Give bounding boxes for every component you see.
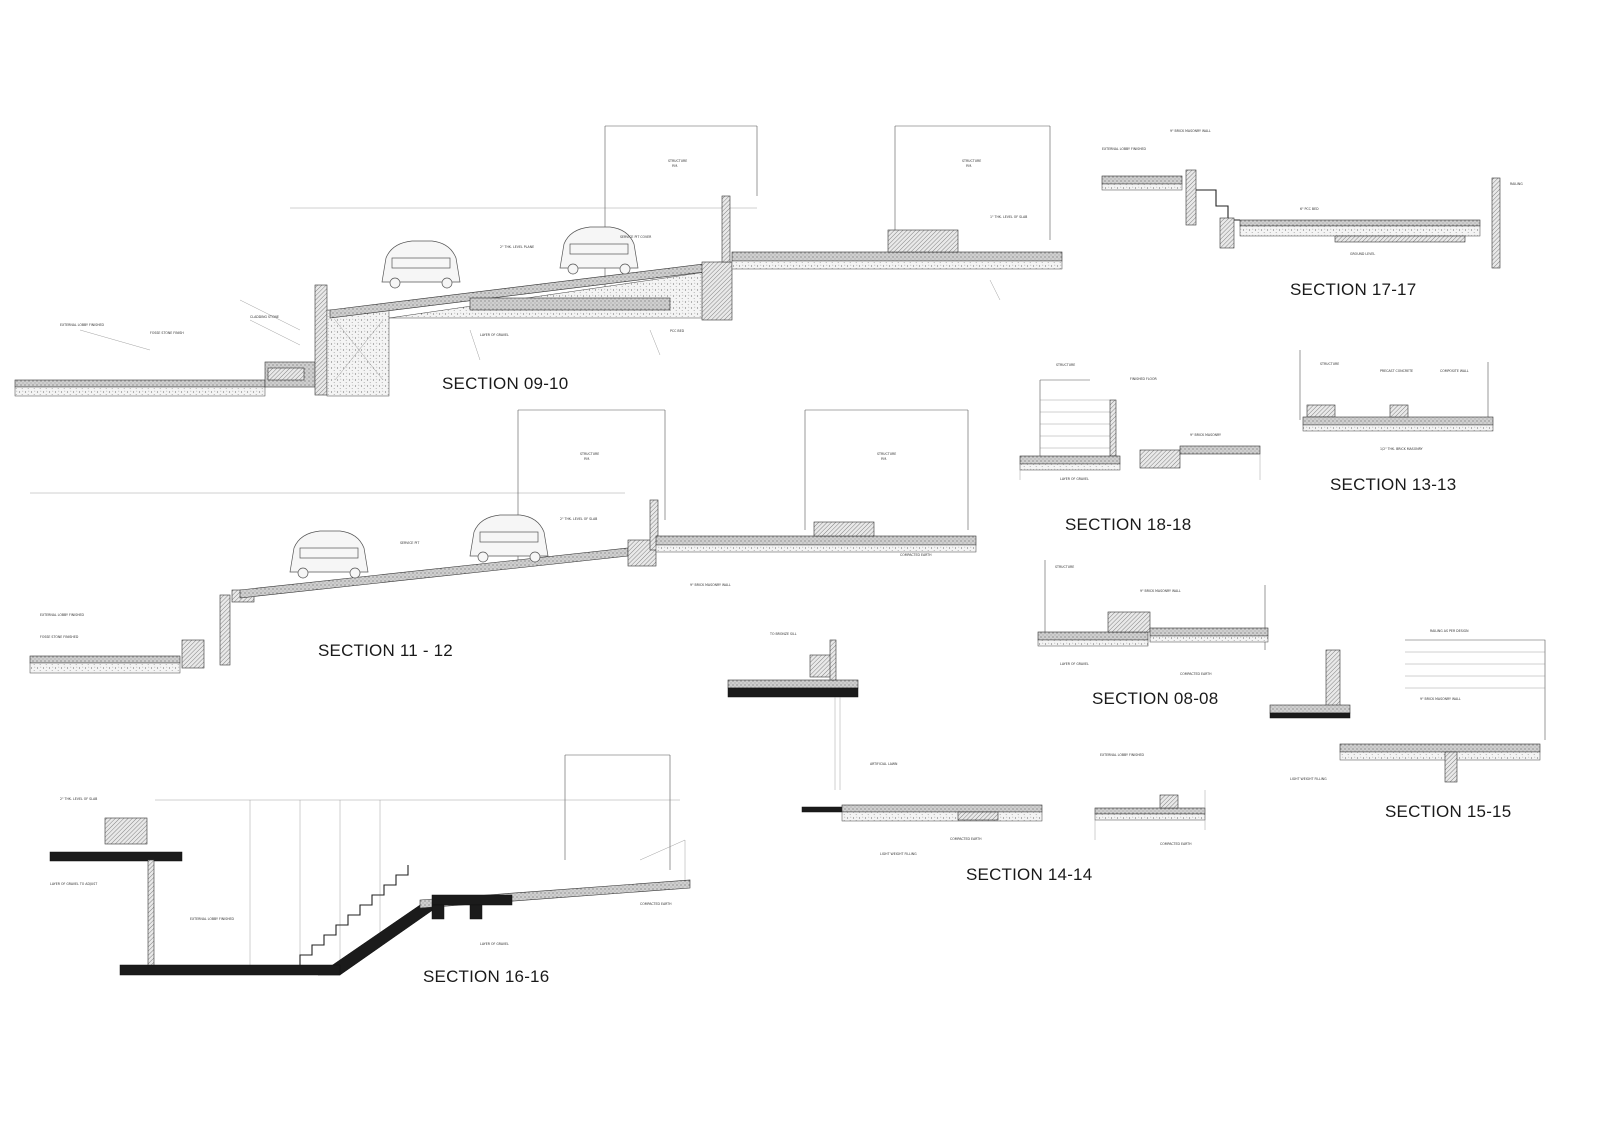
svg-text:SERVICE PIT: SERVICE PIT — [400, 541, 419, 545]
svg-text:2" THK. LEVEL OF SLAB: 2" THK. LEVEL OF SLAB — [60, 797, 97, 801]
svg-text:PCC BED: PCC BED — [670, 329, 685, 333]
section-title: SECTION 09-10 — [442, 374, 568, 393]
svg-text:STRUCTURE: STRUCTURE — [1055, 565, 1074, 569]
svg-text:TO BRONZE SILL: TO BRONZE SILL — [769, 632, 797, 636]
svg-text:CLADDING STONE: CLADDING STONE — [250, 315, 279, 319]
svg-text:P.M.: P.M. — [672, 164, 678, 168]
section-title: SECTION 17-17 — [1290, 280, 1416, 299]
svg-text:FOSSE STONE FINISH: FOSSE STONE FINISH — [150, 331, 184, 335]
svg-text:SERVICE PIT COVER: SERVICE PIT COVER — [620, 235, 652, 239]
section-15-15-drawing: RAILING AS PER DESIGN 9" BRICK MASONRY W… — [1269, 629, 1546, 783]
car-icon — [289, 530, 369, 579]
svg-text:LAYER OF GRAVEL: LAYER OF GRAVEL — [1060, 477, 1089, 481]
svg-text:STRUCTURE: STRUCTURE — [580, 452, 599, 456]
svg-text:LIGHT WEIGHT FILLING: LIGHT WEIGHT FILLING — [1290, 777, 1327, 781]
svg-text:STRUCTURE: STRUCTURE — [1320, 362, 1339, 366]
svg-text:9" BRICK MASONRY WALL: 9" BRICK MASONRY WALL — [1170, 129, 1211, 133]
svg-text:COMPACTED EARTH: COMPACTED EARTH — [1160, 842, 1192, 846]
car-icon — [381, 240, 461, 289]
svg-text:LAYER OF GRAVEL: LAYER OF GRAVEL — [480, 333, 509, 337]
section-title: SECTION 14-14 — [966, 865, 1092, 884]
svg-text:EXTERNAL LOBBY FINISHED: EXTERNAL LOBBY FINISHED — [40, 613, 85, 617]
section-title: SECTION 18-18 — [1065, 515, 1191, 534]
svg-text:9" BRICK MASONRY WALL: 9" BRICK MASONRY WALL — [690, 583, 731, 587]
svg-text:EXTERNAL LOBBY FINISHED: EXTERNAL LOBBY FINISHED — [60, 323, 105, 327]
section-18-18-drawing: STRUCTURE FINISHED FLOOR 9" BRICK MASONR… — [1019, 363, 1261, 481]
svg-text:P.M.: P.M. — [966, 164, 972, 168]
svg-text:STRUCTURE: STRUCTURE — [877, 452, 896, 456]
svg-text:COMPACTED EARTH: COMPACTED EARTH — [1180, 672, 1212, 676]
svg-text:STRUCTURE: STRUCTURE — [1056, 363, 1075, 367]
svg-text:EXTERNAL LOBBY FINISHED: EXTERNAL LOBBY FINISHED — [1100, 753, 1145, 757]
svg-text:9" BRICK MASONRY WALL: 9" BRICK MASONRY WALL — [1140, 589, 1181, 593]
section-title: SECTION 16-16 — [423, 967, 549, 986]
svg-text:RAILING AS PER DESIGN: RAILING AS PER DESIGN — [1430, 629, 1469, 633]
car-icon — [559, 226, 639, 275]
svg-text:1" THK. LEVEL OF SLAB: 1" THK. LEVEL OF SLAB — [990, 215, 1027, 219]
svg-text:1/2" THK. BRICK MASONRY: 1/2" THK. BRICK MASONRY — [1380, 447, 1423, 451]
svg-text:LAYER OF GRAVEL TO ADJUST: LAYER OF GRAVEL TO ADJUST — [50, 882, 97, 886]
svg-text:GROUND LEVEL: GROUND LEVEL — [1350, 252, 1375, 256]
section-14-14-drawing: TO BRONZE SILL ARTIFICIAL LAWN COMPACTED… — [727, 632, 1043, 856]
svg-text:STRUCTURE: STRUCTURE — [668, 159, 687, 163]
svg-text:P.M.: P.M. — [881, 457, 887, 461]
svg-text:EXTERNAL LOBBY FINISHED: EXTERNAL LOBBY FINISHED — [190, 917, 235, 921]
svg-text:LAYER OF GRAVEL: LAYER OF GRAVEL — [1060, 662, 1089, 666]
svg-text:RAILING: RAILING — [1510, 182, 1523, 186]
svg-text:FOSSE STONE FINISHED: FOSSE STONE FINISHED — [40, 635, 79, 639]
svg-text:P.M.: P.M. — [584, 457, 590, 461]
svg-text:COMPACTED EARTH: COMPACTED EARTH — [950, 837, 982, 841]
svg-text:9" BRICK MASONRY: 9" BRICK MASONRY — [1190, 433, 1221, 437]
svg-text:COMPOSITE WALL: COMPOSITE WALL — [1440, 369, 1469, 373]
svg-text:PRECAST CONCRETE: PRECAST CONCRETE — [1380, 369, 1413, 373]
svg-text:LIGHT WEIGHT FILLING: LIGHT WEIGHT FILLING — [880, 852, 917, 856]
svg-text:COMPACTED EARTH: COMPACTED EARTH — [640, 902, 672, 906]
svg-text:EXTERNAL LOBBY FINISHED: EXTERNAL LOBBY FINISHED — [1102, 147, 1147, 151]
section-13-13-drawing: STRUCTURE PRECAST CONCRETE COMPOSITE WAL… — [1299, 350, 1494, 451]
section-08-08-drawing: STRUCTURE 9" BRICK MASONRY WALL LAYER OF… — [1037, 560, 1269, 676]
svg-text:LAYER OF GRAVEL: LAYER OF GRAVEL — [480, 942, 509, 946]
section-title: SECTION 15-15 — [1385, 802, 1511, 821]
svg-text:ARTIFICIAL LAWN: ARTIFICIAL LAWN — [870, 762, 898, 766]
svg-text:FINISHED FLOOR: FINISHED FLOOR — [1130, 377, 1158, 381]
small-detail-drawing: EXTERNAL LOBBY FINISHED COMPACTED EARTH — [1094, 753, 1206, 846]
svg-text:2" THK. LEVEL OF SLAB: 2" THK. LEVEL OF SLAB — [560, 517, 597, 521]
section-17-17-drawing: EXTERNAL LOBBY FINISHED 9" BRICK MASONRY… — [1101, 129, 1523, 269]
svg-text:COMPACTED EARTH: COMPACTED EARTH — [900, 553, 932, 557]
svg-text:6" PCC BED: 6" PCC BED — [1300, 207, 1319, 211]
svg-text:9" BRICK MASONRY WALL: 9" BRICK MASONRY WALL — [1420, 697, 1461, 701]
section-title: SECTION 11 - 12 — [318, 641, 453, 660]
section-title: SECTION 08-08 — [1092, 689, 1218, 708]
section-title: SECTION 13-13 — [1330, 475, 1456, 494]
svg-text:2" THK. LEVEL PLANE: 2" THK. LEVEL PLANE — [500, 245, 534, 249]
svg-text:STRUCTURE: STRUCTURE — [962, 159, 981, 163]
section-16-16-drawing: 2" THK. LEVEL OF SLAB LAYER OF GRAVEL TO… — [49, 754, 691, 976]
car-icon — [469, 514, 549, 563]
